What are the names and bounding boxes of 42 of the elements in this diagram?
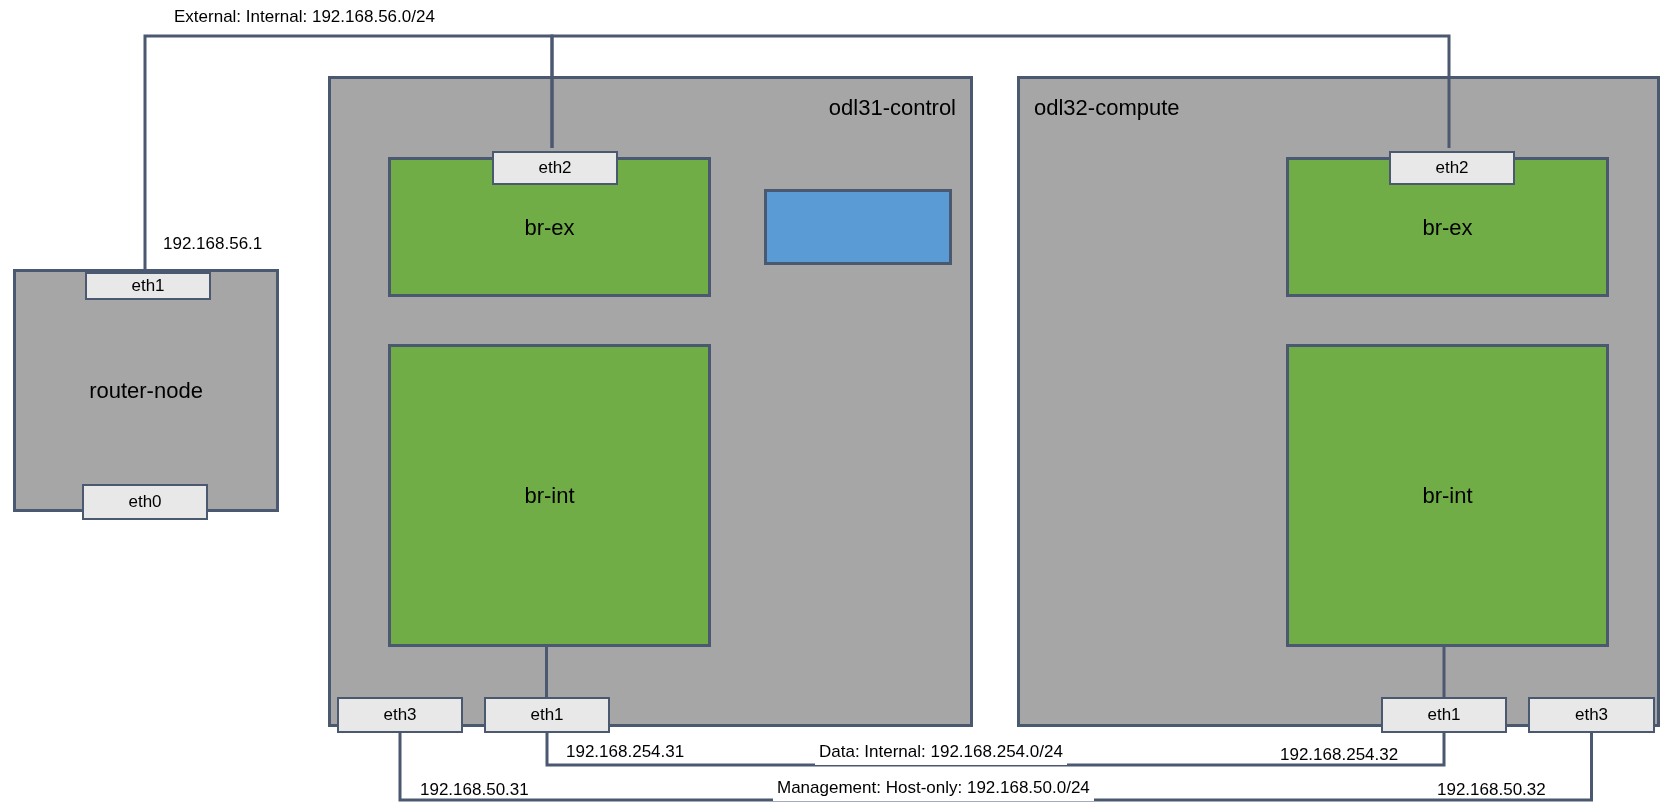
port-box — [82, 484, 208, 520]
network-link — [143, 34, 554, 269]
empty-box — [764, 189, 952, 265]
ip-address-label: 192.168.50.31 — [420, 779, 529, 801]
bridge-box — [1286, 344, 1609, 647]
node-label: eth1 — [131, 275, 165, 298]
node-label: eth2 — [538, 157, 572, 180]
network-link — [550, 34, 1451, 148]
port-box — [1389, 151, 1515, 185]
node-label: router-node — [89, 377, 203, 405]
node-label: br-int — [524, 482, 575, 510]
network-link — [545, 733, 1446, 767]
network-link — [398, 733, 1593, 802]
router-box — [13, 269, 279, 512]
bridge-box — [388, 157, 711, 297]
ip-address-label: 192.168.50.32 — [1437, 779, 1546, 801]
node-label: eth2 — [1435, 157, 1469, 180]
vm-box — [328, 76, 973, 727]
node-label: br-ex — [524, 213, 575, 242]
port-box — [484, 697, 610, 733]
vm-box — [1017, 76, 1660, 727]
node-label: eth1 — [1427, 704, 1461, 727]
node-label: br-int — [1422, 482, 1473, 510]
node-label: eth1 — [530, 704, 564, 727]
node-label: br-ex — [1422, 213, 1473, 242]
node-label: eth3 — [1574, 704, 1609, 727]
ip-address-label: 192.168.56.1 — [163, 233, 263, 255]
port-box — [337, 697, 463, 733]
node-label: odl32-compute — [1034, 94, 1180, 122]
bridge-box — [1286, 157, 1609, 297]
network-link — [1442, 644, 1446, 697]
node-label: eth0 — [128, 491, 162, 514]
port-box — [85, 272, 211, 300]
bridge-box — [388, 344, 711, 647]
port-box — [1381, 697, 1507, 733]
ip-address-label: 192.168.254.32 — [1280, 744, 1399, 766]
port-box — [492, 151, 618, 185]
port-box — [1528, 697, 1655, 733]
ip-address-label: 192.168.254.31 — [566, 741, 685, 763]
network-link — [545, 644, 548, 697]
node-label: eth3 — [383, 704, 417, 727]
node-label: odl31-control — [828, 94, 956, 122]
